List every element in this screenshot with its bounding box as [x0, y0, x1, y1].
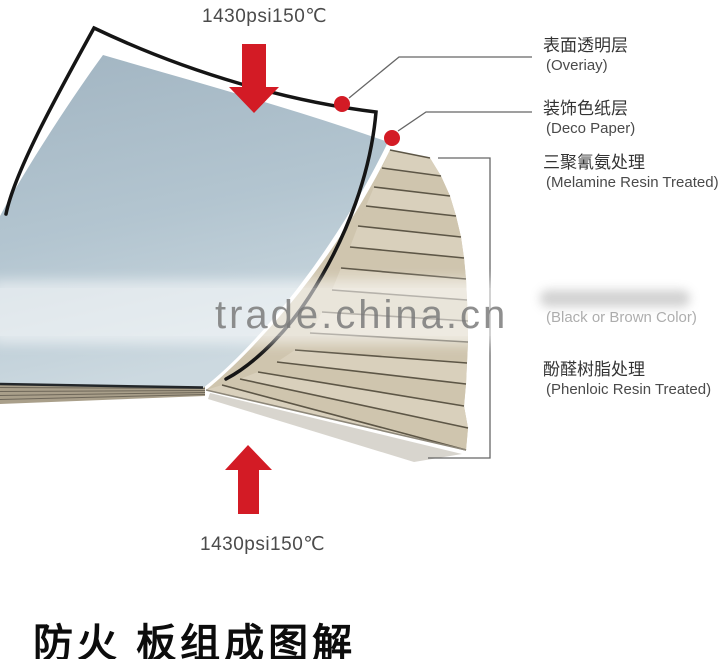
deco-marker-dot: [384, 130, 400, 146]
watermark-text: trade.china.cn: [215, 293, 509, 337]
leader-line-deco: [397, 111, 532, 132]
label-overlay-zh: 表面透明层: [543, 36, 628, 55]
label-melamine-zh: 三聚氰氨处理: [543, 153, 645, 172]
pressure-up-arrow: [225, 445, 272, 514]
label-overlay: 表面透明层 (Overiay): [543, 36, 628, 76]
label-phenolic-zh: 酚醛树脂处理: [543, 360, 645, 379]
bottom-stack: [0, 383, 206, 404]
label-deco-paper: 装饰色纸层 (Deco Paper): [543, 99, 635, 139]
label-deco-paper-en: (Deco Paper): [546, 120, 636, 137]
label-phenolic-en: (Phenloic Resin Treated): [546, 381, 712, 398]
watermark-band: [0, 288, 722, 336]
top-pressure-label: 1430psi150℃: [202, 6, 328, 27]
bottom-pressure-label: 1430psi150℃: [200, 534, 326, 555]
label-deco-paper-zh: 装饰色纸层: [543, 99, 628, 118]
label-overlay-en: (Overiay): [546, 57, 608, 74]
pressure-down-arrow: [229, 44, 279, 113]
obscured-label-smudge: [540, 290, 690, 307]
leader-line-overlay: [348, 56, 532, 99]
fan-shadow: [208, 393, 462, 462]
label-phenolic: 酚醛树脂处理 (Phenloic Resin Treated): [543, 360, 711, 400]
label-melamine-en: (Melamine Resin Treated): [546, 174, 719, 191]
overlay-marker-dot: [334, 96, 350, 112]
label-melamine: 三聚氰氨处理 (Melamine Resin Treated): [543, 153, 719, 193]
page-title: 防火 板组成图解: [33, 622, 357, 659]
